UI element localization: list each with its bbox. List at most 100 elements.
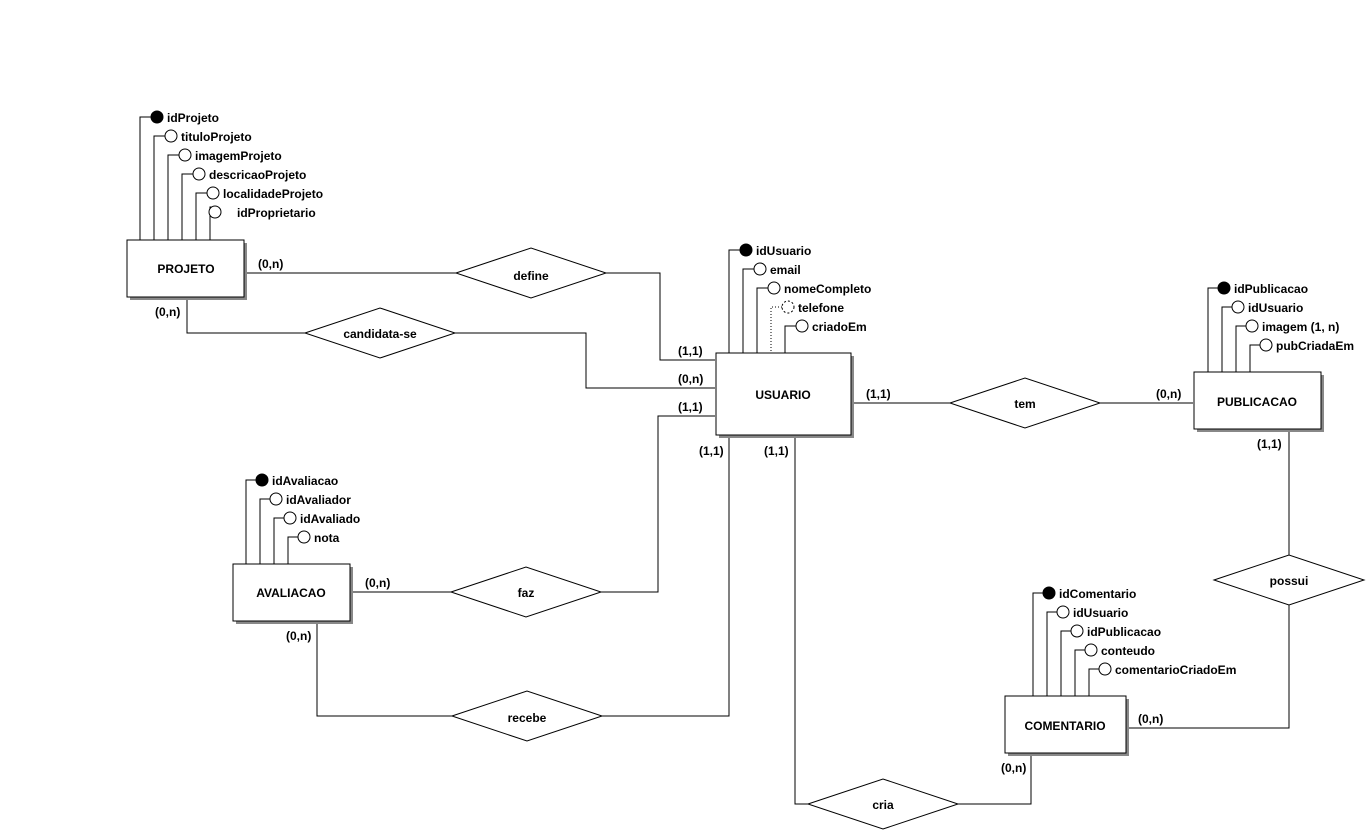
attribute-localidadeProjeto[interactable]: localidadeProjeto [206, 186, 323, 201]
cardinality-publicacao-tem: (0,n) [1156, 387, 1181, 401]
entity-usuario-label: USUARIO [755, 388, 810, 402]
cardinality-projeto-define: (0,n) [258, 257, 283, 271]
attribute-idAvaliador-label: idAvaliador [286, 493, 351, 507]
attribute-icon [178, 148, 192, 162]
cardinality-usuario-cria: (1,1) [764, 444, 789, 458]
attribute-icon [767, 281, 781, 295]
attribute-idComentario[interactable]: idComentario [1042, 586, 1136, 601]
attribute-comentarioCriadoEm-label: comentarioCriadoEm [1115, 663, 1236, 677]
entity-avaliacao[interactable]: AVALIACAO [232, 563, 353, 624]
attribute-criadoEm[interactable]: criadoEm [795, 319, 867, 334]
entity-comentario-label: COMENTARIO [1024, 719, 1105, 733]
attribute-idComentario-label: idComentario [1059, 587, 1136, 601]
attribute-idPublicacao-label: idPublicacao [1234, 282, 1308, 296]
attribute-idPublicacao[interactable]: idPublicacao [1217, 281, 1308, 296]
attribute-tituloProjeto[interactable]: tituloProjeto [164, 129, 252, 144]
attribute-icon [1245, 319, 1259, 333]
attribute-nota[interactable]: nota [297, 530, 340, 545]
attribute-email-label: email [770, 263, 801, 277]
attribute-com-idUsuario-label: idUsuario [1073, 606, 1128, 620]
primary-key-icon [739, 243, 753, 257]
attribute-pub-idUsuario[interactable]: idUsuario [1231, 300, 1303, 315]
attribute-imagemProjeto[interactable]: imagemProjeto [178, 148, 282, 163]
attribute-icon [269, 492, 283, 506]
primary-key-icon [1042, 586, 1056, 600]
attribute-telefone[interactable]: telefone [781, 300, 844, 315]
attribute-icon [1084, 643, 1098, 657]
cardinality-usuario-candidata: (0,n) [678, 372, 703, 386]
cardinality-labels: (0,n) (0,n) (1,1) (0,n) (1,1) (1,1) (1,1… [155, 257, 1282, 775]
attribute-icon [206, 186, 220, 200]
entity-avaliacao-label: AVALIACAO [256, 586, 326, 600]
cardinality-usuario-recebe: (1,1) [699, 444, 724, 458]
primary-key-icon [255, 473, 269, 487]
attribute-icon [1056, 605, 1070, 619]
cardinality-usuario-define: (1,1) [678, 344, 703, 358]
attribute-nomeCompleto[interactable]: nomeCompleto [767, 281, 871, 296]
cardinality-usuario-faz: (1,1) [678, 400, 703, 414]
attribute-com-idPublicacao[interactable]: idPublicacao [1070, 624, 1161, 639]
attribute-telefone-label: telefone [798, 301, 844, 315]
attribute-icon [208, 205, 222, 219]
cardinality-comentario-cria: (0,n) [1001, 761, 1026, 775]
attribute-icon [753, 262, 767, 276]
attribute-descricaoProjeto[interactable]: descricaoProjeto [192, 167, 306, 182]
attribute-com-idPublicacao-label: idPublicacao [1087, 625, 1161, 639]
attribute-criadoEm-label: criadoEm [812, 320, 867, 334]
attribute-idProjeto[interactable]: idProjeto [150, 110, 219, 125]
attribute-icon [1259, 338, 1273, 352]
attribute-idAvaliado-label: idAvaliado [300, 512, 360, 526]
entity-comentario[interactable]: COMENTARIO [1004, 695, 1129, 756]
relationship-candidata-se-label: candidata-se [343, 327, 417, 341]
relationship-recebe[interactable]: recebe [450, 690, 604, 742]
entity-usuario[interactable]: USUARIO [715, 352, 854, 438]
cardinality-comentario-possui: (0,n) [1138, 712, 1163, 726]
attribute-idAvaliado[interactable]: idAvaliado [283, 511, 360, 526]
relationship-candidata-se[interactable]: candidata-se [303, 307, 457, 359]
primary-key-icon [150, 110, 164, 124]
attribute-imagem-label: imagem (1, n) [1262, 320, 1339, 334]
relationship-tem[interactable]: tem [948, 377, 1102, 429]
attribute-idAvaliador[interactable]: idAvaliador [269, 492, 351, 507]
relationship-faz[interactable]: faz [449, 566, 603, 618]
relationship-possui[interactable]: possui [1212, 554, 1366, 606]
relationship-define-label: define [513, 269, 549, 283]
attribute-pubCriadaEm[interactable]: pubCriadaEm [1259, 338, 1354, 353]
attribute-pubCriadaEm-label: pubCriadaEm [1276, 339, 1354, 353]
attribute-icon [1231, 300, 1245, 314]
attribute-idUsuario[interactable]: idUsuario [739, 243, 811, 258]
attribute-icon [192, 167, 206, 181]
attribute-email[interactable]: email [753, 262, 801, 277]
relationship-faz-label: faz [518, 586, 535, 600]
attribute-icon [164, 129, 178, 143]
attribute-icon [1098, 662, 1112, 676]
attribute-imagem[interactable]: imagem (1, n) [1245, 319, 1339, 334]
cardinality-projeto-candidata: (0,n) [155, 305, 180, 319]
relationship-define[interactable]: define [454, 247, 608, 299]
entity-publicacao-label: PUBLICACAO [1217, 395, 1297, 409]
entity-projeto[interactable]: PROJETO [126, 239, 247, 300]
primary-key-icon [1217, 281, 1231, 295]
attribute-imagemProjeto-label: imagemProjeto [195, 149, 282, 163]
attribute-conteudo-label: conteudo [1101, 644, 1155, 658]
attribute-idAvaliacao-label: idAvaliacao [272, 474, 338, 488]
attribute-comentarioCriadoEm[interactable]: comentarioCriadoEm [1098, 662, 1236, 677]
attribute-idProprietario[interactable]: idProprietario [208, 205, 316, 220]
attribute-com-idUsuario[interactable]: idUsuario [1056, 605, 1128, 620]
attribute-idAvaliacao[interactable]: idAvaliacao [255, 473, 338, 488]
relationship-cria[interactable]: cria [806, 778, 960, 830]
cardinality-usuario-tem: (1,1) [866, 387, 891, 401]
relationship-cria-label: cria [872, 798, 894, 812]
attribute-conteudo[interactable]: conteudo [1084, 643, 1155, 658]
optional-attribute-icon [781, 300, 795, 314]
relationship-possui-label: possui [1270, 574, 1309, 588]
attribute-nota-label: nota [314, 531, 340, 545]
attribute-idUsuario-label: idUsuario [756, 244, 811, 258]
attribute-descricaoProjeto-label: descricaoProjeto [209, 168, 306, 182]
entity-publicacao[interactable]: PUBLICACAO [1193, 371, 1324, 432]
entity-projeto-label: PROJETO [157, 262, 214, 276]
connection-lines [139, 116, 1290, 805]
attribute-idProprietario-label: idProprietario [237, 206, 316, 220]
attribute-localidadeProjeto-label: localidadeProjeto [223, 187, 323, 201]
